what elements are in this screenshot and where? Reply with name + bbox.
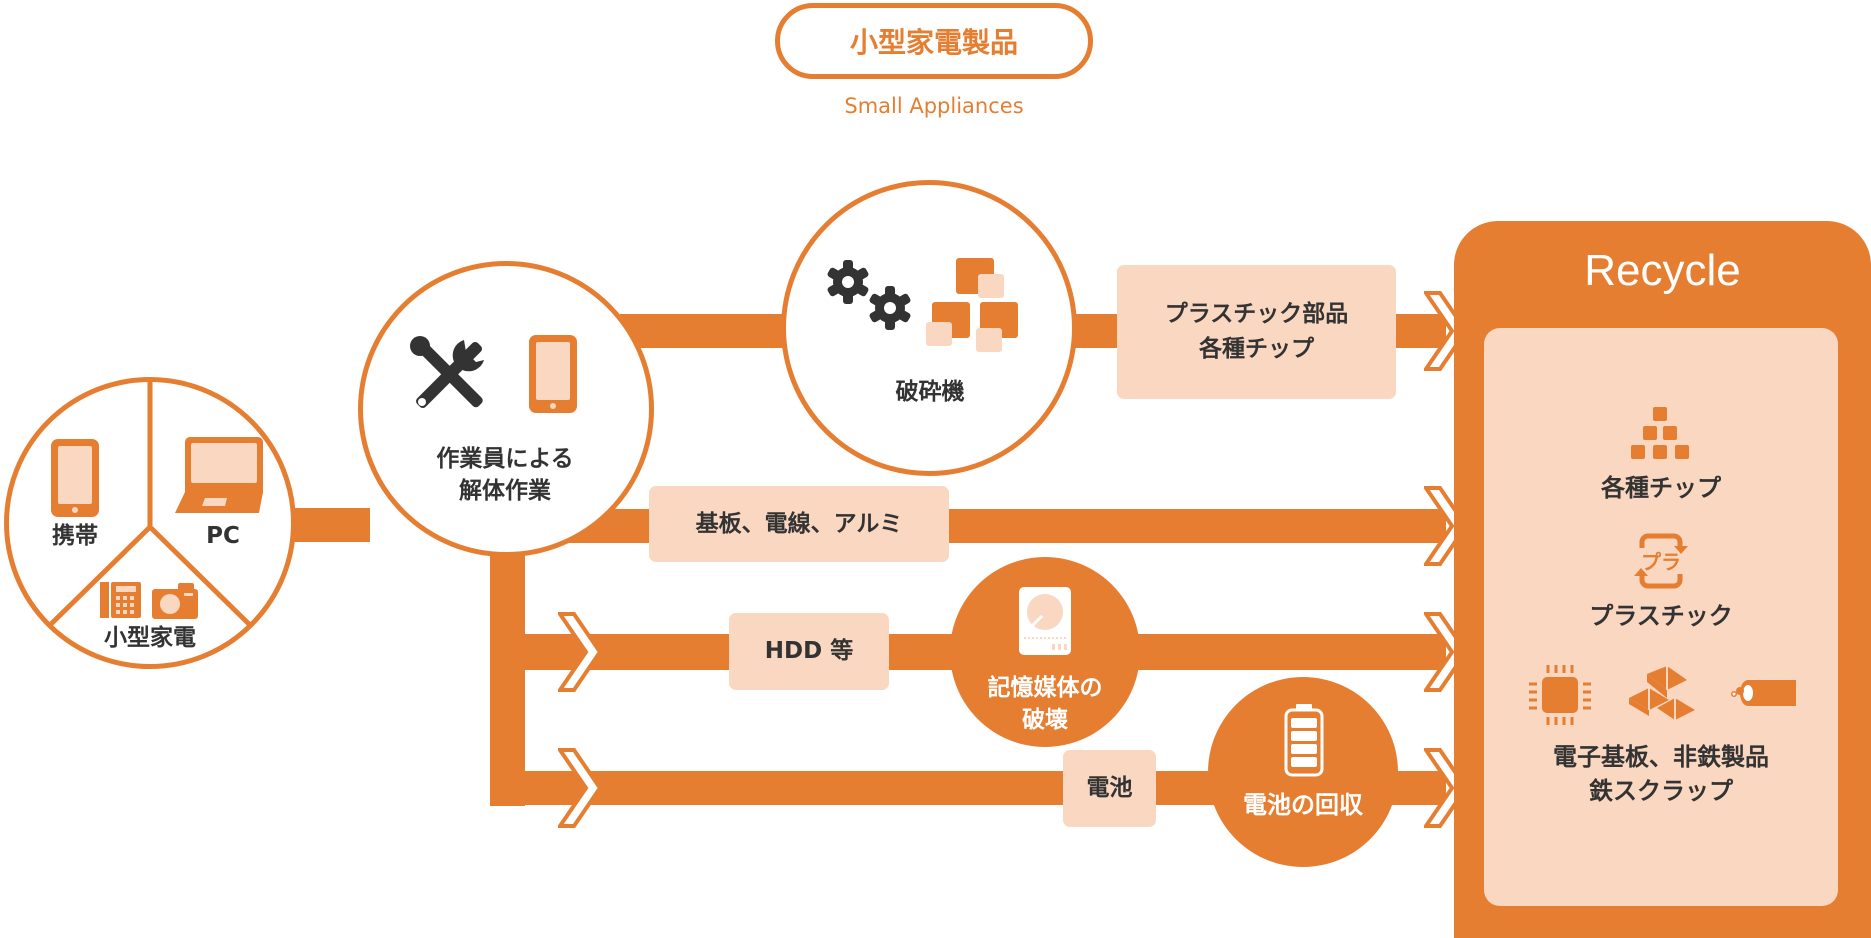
flow-bar-vertical (490, 550, 525, 806)
smartphone-icon (51, 439, 99, 517)
laptop-icon (175, 437, 263, 513)
material-board-wire: 基板、電線、アルミ (695, 510, 903, 537)
tools-icon (410, 336, 484, 408)
dismantle-circle (358, 261, 654, 557)
source-dividers (46, 380, 254, 629)
source-label-pc: PC (206, 523, 240, 549)
flow-bar-top (620, 314, 790, 348)
recycle-item-plastic: プラスチック (1589, 602, 1733, 630)
material-box-hdd: HDD 等 (729, 613, 889, 690)
recycle-item-metal-line1: 電子基板、非鉄製品 (1553, 743, 1769, 771)
chips-icon (1631, 407, 1689, 459)
chevron-right-icon (558, 612, 603, 692)
material-box-battery: 電池 (1063, 750, 1156, 827)
recycle-item-chips: 各種チップ (1601, 474, 1721, 502)
hdd-icon (1019, 587, 1071, 655)
flow-bar-source (290, 508, 370, 542)
battery-collection-label: 電池の回収 (1243, 791, 1363, 819)
recycle-item-metal-line2: 鉄スクラップ (1589, 777, 1733, 805)
storage-label-line2: 破壊 (1022, 707, 1068, 733)
flow-bar-top-3 (1396, 314, 1446, 348)
phone-camera-icon (100, 582, 198, 619)
chevron-right-icon (558, 748, 603, 828)
diagram-subtitle: Small Appliances (844, 94, 1024, 118)
svg-text:プラ: プラ (1641, 550, 1681, 574)
crusher-label: 破砕機 (895, 379, 965, 405)
material-plastic-parts-line1: プラスチック部品 (1164, 301, 1349, 327)
smartphone-icon (529, 335, 577, 413)
dismantle-label-line1: 作業員による (436, 446, 574, 472)
material-hdd: HDD 等 (764, 638, 854, 664)
material-box-board-wire: 基板、電線、アルミ (649, 486, 949, 562)
storage-label-line1: 記憶媒体の (987, 675, 1103, 701)
gears-icon (827, 260, 911, 330)
source-label-mobile: 携帯 (52, 523, 98, 549)
circuit-chip-icon (1529, 665, 1591, 725)
ingot-icon (1629, 666, 1695, 720)
recycle-inner-panel (1484, 328, 1838, 906)
title-pill: 小型家電製品 (775, 3, 1093, 79)
flow-bar-top-2 (1070, 314, 1120, 348)
material-battery: 電池 (1086, 775, 1133, 801)
source-label-small-appliance: 小型家電 (104, 625, 196, 651)
cable-icon (1731, 680, 1796, 706)
plastic-recycle-icon: プラ (1634, 533, 1688, 589)
diagram-title: 小型家電製品 (849, 26, 1018, 59)
fragments-icon (926, 258, 1018, 352)
material-plastic-parts-line2: 各種チップ (1199, 336, 1314, 362)
dismantle-label-line2: 解体作業 (459, 478, 551, 504)
recycle-title: Recycle (1584, 246, 1741, 295)
battery-icon (1284, 704, 1324, 777)
material-box-plastic-parts: プラスチック部品 各種チップ (1117, 265, 1396, 399)
